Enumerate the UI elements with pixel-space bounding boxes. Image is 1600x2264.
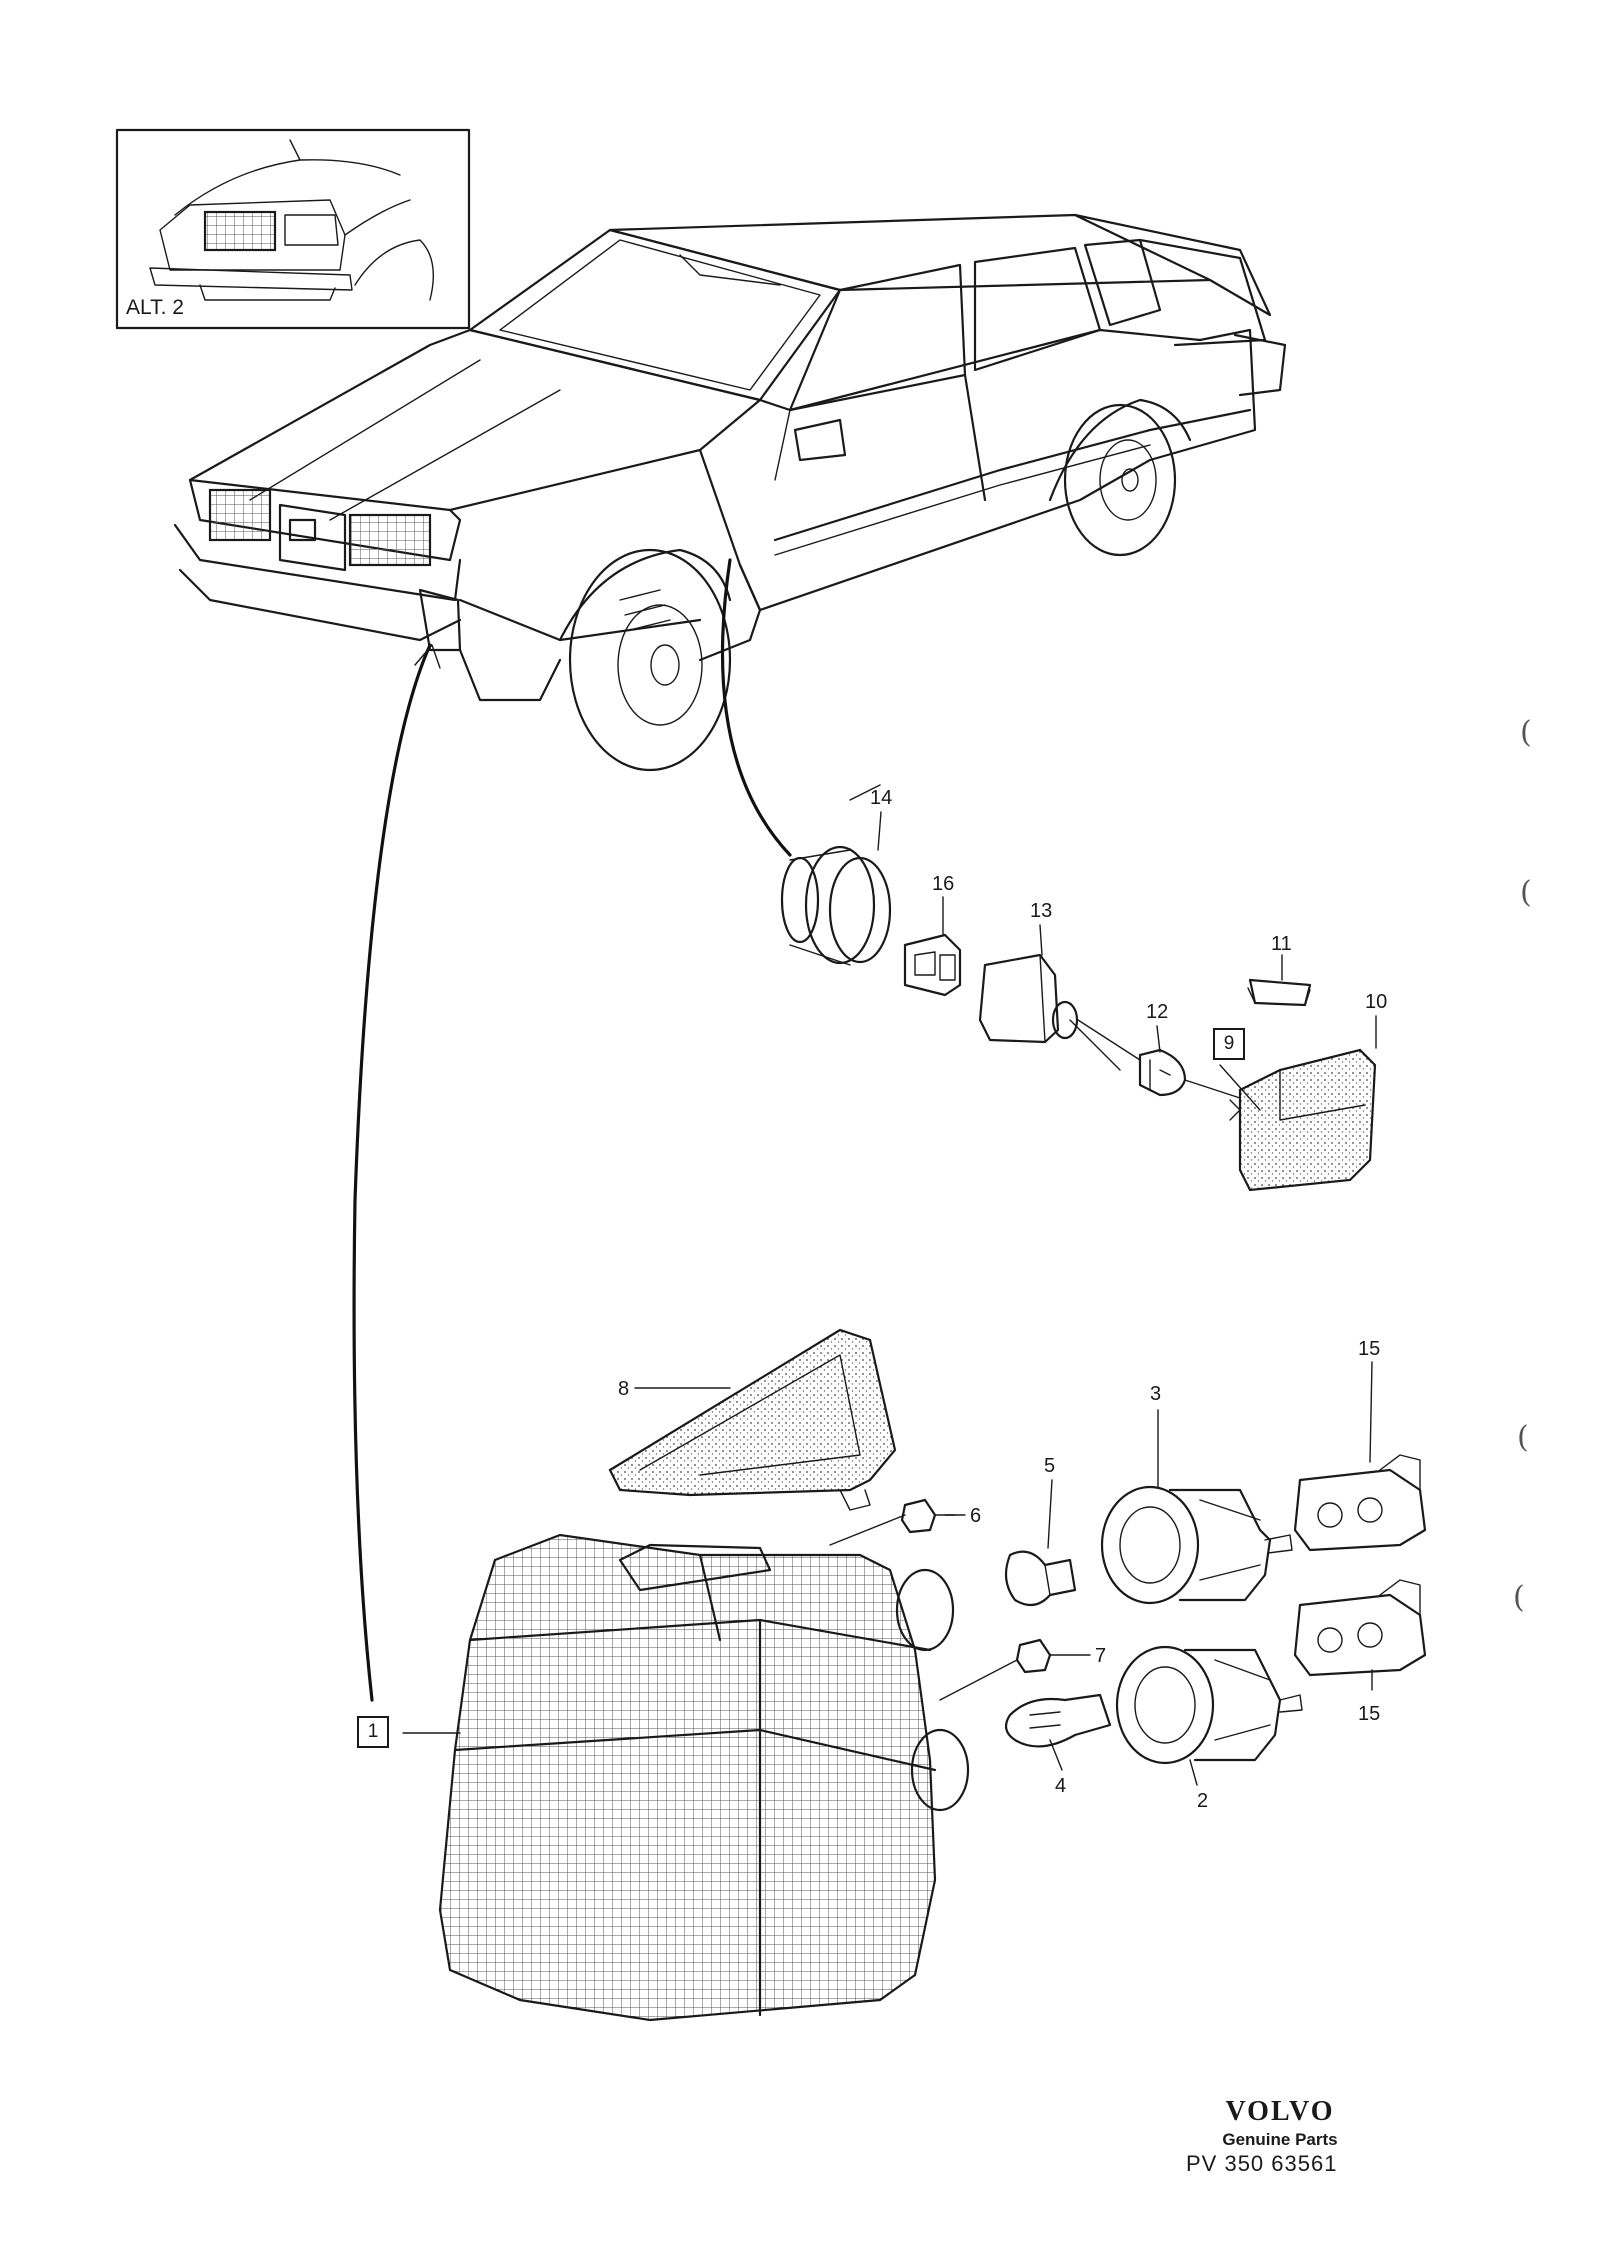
part-4-bulb <box>1004 1693 1112 1748</box>
callout-15-lower: 15 <box>1358 1703 1380 1725</box>
callout-13: 13 <box>1030 900 1052 922</box>
callout-6: 6 <box>970 1505 981 1527</box>
car-body <box>173 213 1287 772</box>
part-15-connector-upper <box>1293 1454 1427 1552</box>
callout-10: 10 <box>1365 991 1387 1013</box>
brand-logo-text: VOLVO <box>1225 2096 1335 2127</box>
callout-7: 7 <box>1095 1645 1106 1667</box>
callout-11: 11 <box>1271 933 1292 955</box>
callout-12: 12 <box>1146 1001 1168 1023</box>
callout-14: 14 <box>870 787 892 809</box>
inset-label: ALT. 2 <box>126 296 184 319</box>
margin-mark-4: ( <box>1513 1580 1525 1615</box>
brand-block: VOLVO Genuine Parts <box>1190 2096 1370 2150</box>
callout-15-upper: 15 <box>1358 1338 1380 1360</box>
callout-5: 5 <box>1044 1455 1055 1477</box>
part-2-socket <box>1115 1645 1303 1765</box>
part-14-grommet <box>780 845 892 966</box>
side-marker-assembly <box>780 845 1377 1192</box>
part-12-bulb <box>1138 1048 1241 1099</box>
callout-3: 3 <box>1150 1383 1161 1405</box>
part-1-lamp-housing <box>438 1533 970 2022</box>
diagram-part-number: PV 350 63561 <box>1186 2151 1338 2176</box>
part-13-socket <box>978 953 1141 1061</box>
margin-mark-3: ( <box>1517 1420 1529 1455</box>
brand-subtitle: Genuine Parts <box>1222 2130 1338 2149</box>
callout-4: 4 <box>1055 1775 1066 1797</box>
callout-16: 16 <box>932 873 954 895</box>
part-5-bulb <box>1004 1550 1077 1607</box>
part-10-marker-lens <box>1229 1048 1377 1192</box>
callout-1-box: 1 <box>357 1716 389 1748</box>
corner-lamp-assembly <box>438 1328 1427 2022</box>
callouts: 2 3 4 5 6 7 8 10 11 12 13 14 15 15 16 <box>402 787 1387 1812</box>
inset-alt2 <box>115 128 471 330</box>
part-3-socket <box>1100 1485 1293 1605</box>
part-7-clip <box>939 1638 1052 1701</box>
callout-9-box: 9 <box>1213 1028 1245 1060</box>
part-16-connector <box>903 933 962 997</box>
part-15-connector-lower <box>1293 1579 1427 1677</box>
part-8-cover <box>608 1328 897 1511</box>
callout-2: 2 <box>1197 1790 1208 1812</box>
margin-mark-1: ( <box>1520 715 1532 750</box>
part-11-clip <box>1247 978 1312 1007</box>
margin-mark-2: ( <box>1520 875 1532 910</box>
leader-lines <box>352 558 1261 1702</box>
callout-8: 8 <box>618 1378 629 1400</box>
inset-car-front <box>149 139 435 301</box>
